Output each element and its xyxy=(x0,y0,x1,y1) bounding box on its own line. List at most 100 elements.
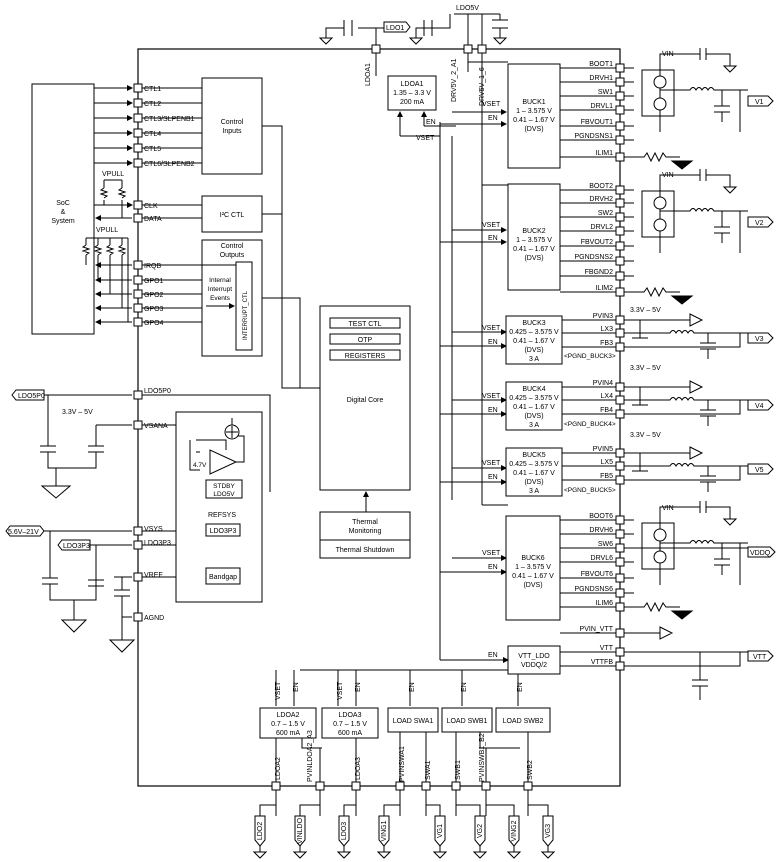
buck1-fet-low xyxy=(653,97,667,111)
buck2-pin-square xyxy=(615,212,625,222)
bottom-tag-ground xyxy=(540,846,556,859)
control-outputs-l1: Control xyxy=(221,243,244,250)
vtt-pin-label: VTTFB xyxy=(591,659,613,666)
digital-core: TEST CTL OTP REGISTERS Digital Core Ther… xyxy=(319,305,411,559)
ldoa1-name: LDOA1 xyxy=(401,81,424,88)
buck4-pin-square xyxy=(615,382,625,392)
buck2-pin-label: DRVH2 xyxy=(589,196,613,203)
buck6-pin-square xyxy=(615,515,625,525)
bottom-tag-label: LDO3 xyxy=(341,822,348,840)
b5-pvin-wire xyxy=(634,446,704,460)
buck6-pin-label: DRVH6 xyxy=(589,527,613,534)
buck3-current: 3 A xyxy=(529,356,539,363)
buck4-name: BUCK4 xyxy=(522,386,545,393)
registers: REGISTERS xyxy=(345,353,386,360)
buck6-mode: (DVS) xyxy=(523,582,542,589)
buck2-pin-label: PGNDSNS2 xyxy=(574,254,613,261)
vpull-label-2: VPULL xyxy=(96,227,118,234)
soc-line3: System xyxy=(51,218,75,225)
refsys-label: REFSYS xyxy=(208,512,236,519)
buck2-pin-label: SW2 xyxy=(598,210,613,217)
bottom-pin-square xyxy=(395,781,405,791)
buck2-range: 1 – 3.575 V xyxy=(516,237,552,244)
bottom-tag-ground xyxy=(506,846,522,859)
ilim6-resistor xyxy=(634,601,680,613)
vtt-ldo-name: VTT_LDO xyxy=(518,653,550,660)
left-pin-square xyxy=(133,83,143,93)
buck6-range: 1 – 3.575 V xyxy=(515,564,551,571)
bottom-tag: LDO2 xyxy=(252,815,268,859)
control-inputs-l2: Inputs xyxy=(222,128,242,135)
buck2-pin-square xyxy=(615,198,625,208)
control-outputs-l2: Outputs xyxy=(220,252,245,259)
buck5-pin-label: FB5 xyxy=(600,473,613,480)
buck6-en: EN xyxy=(488,564,498,571)
bpin-pvinswa1: PVINSWA1 xyxy=(399,746,406,782)
buck5-range2: 0.41 – 1.67 V xyxy=(513,470,555,477)
bottom-tag-ground xyxy=(336,846,352,859)
pin-ctl6: CTL6/SLPENB2 xyxy=(144,161,195,168)
bottom-tag-label: LDO2 xyxy=(257,822,264,840)
buck2-pin-label: DRVL2 xyxy=(591,224,614,231)
pin-ctl1: CTL1 xyxy=(144,86,161,93)
bpin-swa1: SWA1 xyxy=(425,760,432,780)
buck1-pin-square xyxy=(615,91,625,101)
buck2-pin-square xyxy=(615,271,625,281)
buck1-fet-frame xyxy=(641,69,675,117)
ldoa1-current: 200 mA xyxy=(400,99,424,106)
swb1-name: LOAD SWB1 xyxy=(447,718,488,725)
v3-tag: V3 xyxy=(755,336,764,343)
pin-gpo4: GPO4 xyxy=(144,320,164,327)
buck4-range2: 0.41 – 1.67 V xyxy=(513,404,555,411)
buck3-mode: (DVS) xyxy=(524,347,543,354)
buck6-vset: VSET xyxy=(482,550,501,557)
buck2-pin-label: FBVOUT2 xyxy=(581,239,613,246)
buck2-fet-high xyxy=(653,196,667,210)
buck4-range: 0.425 – 3.575 V xyxy=(509,395,559,402)
b4-inductor xyxy=(634,397,748,401)
bottom-tag-label: VING2 xyxy=(511,820,518,841)
bpin-pvinldoa2-a3: PVINLDOA2_A3 xyxy=(307,730,314,782)
test-ctl: TEST CTL xyxy=(349,321,382,328)
buck6-pin-label: FBVOUT6 xyxy=(581,571,613,578)
bottom-tag-ground xyxy=(472,846,488,859)
buck6-pin-label: ILIM6 xyxy=(595,600,613,607)
bpin-swb1: SWB1 xyxy=(455,760,462,780)
buck1-name: BUCK1 xyxy=(522,99,545,106)
buck6-pin-square xyxy=(615,588,625,598)
v33-5v-label-b3: 3.3V – 5V xyxy=(630,307,661,314)
buck4-pin-square xyxy=(615,395,625,405)
internal-interrupt-l1: Internal xyxy=(209,277,231,284)
ilim2-ground xyxy=(670,295,694,305)
vpull-label-1: VPULL xyxy=(102,171,124,178)
b4-fb-wire xyxy=(634,400,741,426)
buck3-vset: VSET xyxy=(482,325,501,332)
buck5-pgnd: <PGND_BUCK5> xyxy=(564,487,616,494)
left-pin-square xyxy=(133,113,143,123)
buck2-en: EN xyxy=(488,235,498,242)
pin-irqb: IRQB xyxy=(144,263,161,270)
analog-supplies: LDO5P0 3.3V – 5V 5.6V–21V LDO3P3 xyxy=(5,389,136,653)
pin-vsana: VSANA xyxy=(144,423,168,430)
bottom-pin-square xyxy=(451,781,461,791)
left-pin-square xyxy=(133,158,143,168)
buck4-mode: (DVS) xyxy=(524,413,543,420)
b4-pvin-cap xyxy=(632,387,648,406)
buck3-range: 0.425 – 3.575 V xyxy=(509,329,559,336)
buck3-name: BUCK3 xyxy=(522,320,545,327)
buck1-pin-square xyxy=(615,121,625,131)
vin-label-3: VIN xyxy=(662,505,674,512)
pin-ctl5: CTL5 xyxy=(144,146,161,153)
buck2-pin-square xyxy=(615,256,625,266)
buck5-pin-square xyxy=(615,448,625,458)
vtt-en: EN xyxy=(488,652,498,659)
pin-ctl2: CTL2 xyxy=(144,101,161,108)
swb2-en: EN xyxy=(517,682,524,692)
right-side: BOOT1DRVH1SW1DRVL1FBVOUT1PGNDSNS1ILIM1BO… xyxy=(560,61,634,671)
buck1-vin-cap xyxy=(659,48,731,66)
buck3-pin-square xyxy=(615,342,625,352)
bottom-tag: VINLDO xyxy=(292,815,308,859)
buck6-range2: 0.41 – 1.67 V xyxy=(512,573,554,580)
buck1-pin-label: DRVL1 xyxy=(591,103,614,110)
bottom-tag-ground xyxy=(432,846,448,859)
